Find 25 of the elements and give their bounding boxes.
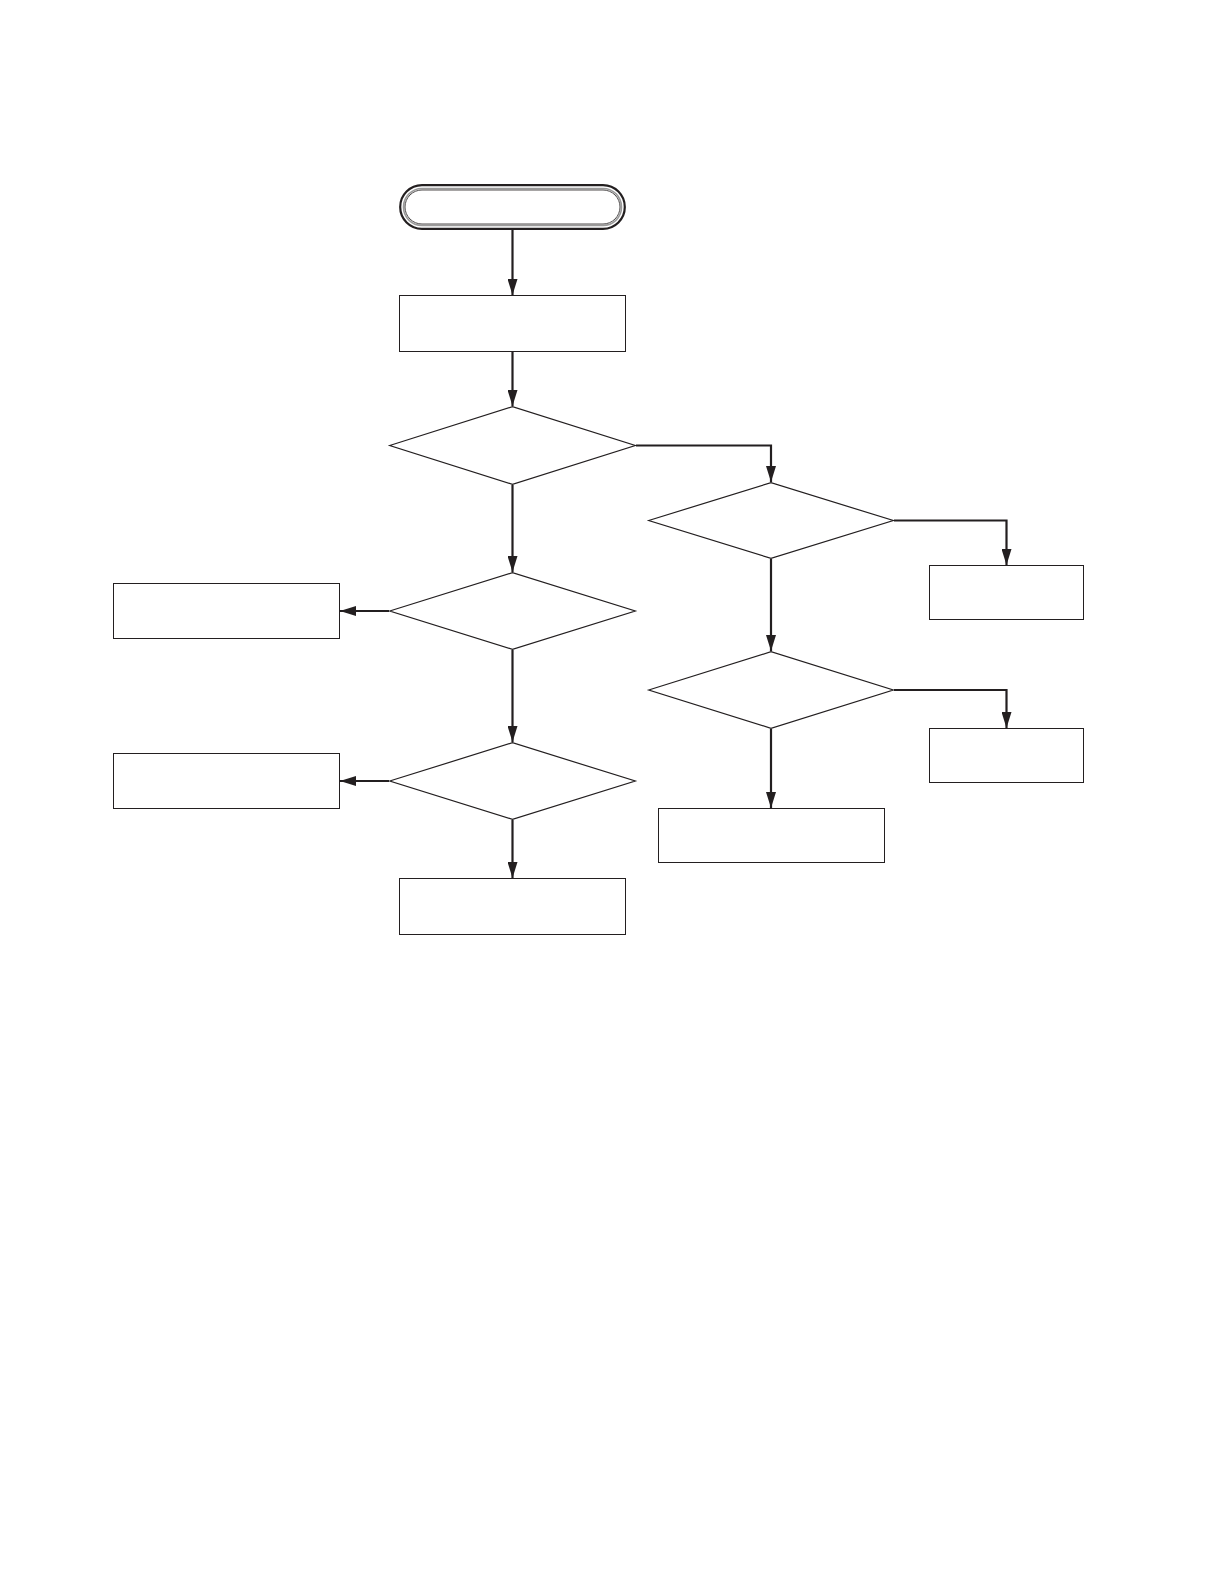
arrow bbox=[766, 559, 776, 651]
decision-diamond bbox=[389, 406, 636, 485]
arrow bbox=[340, 606, 389, 616]
process-box bbox=[399, 878, 626, 935]
decision-diamond bbox=[389, 742, 636, 820]
arrow bbox=[507, 820, 518, 878]
decision-diamond bbox=[648, 482, 894, 559]
process-box bbox=[658, 808, 885, 863]
arrow bbox=[636, 444, 776, 482]
arrow bbox=[507, 650, 518, 742]
process-box bbox=[113, 753, 340, 809]
arrow bbox=[766, 729, 776, 808]
arrow bbox=[340, 776, 389, 786]
process-box bbox=[929, 565, 1084, 620]
arrow bbox=[894, 519, 1012, 565]
process-box bbox=[929, 728, 1084, 783]
arrow bbox=[507, 352, 518, 406]
arrow bbox=[507, 485, 518, 572]
process-box bbox=[113, 583, 340, 639]
decision-diamond bbox=[389, 572, 636, 650]
arrow bbox=[507, 230, 518, 295]
decision-diamond bbox=[648, 651, 894, 729]
arrow bbox=[894, 688, 1012, 728]
process-box bbox=[399, 295, 626, 352]
terminator-pill bbox=[399, 184, 626, 230]
